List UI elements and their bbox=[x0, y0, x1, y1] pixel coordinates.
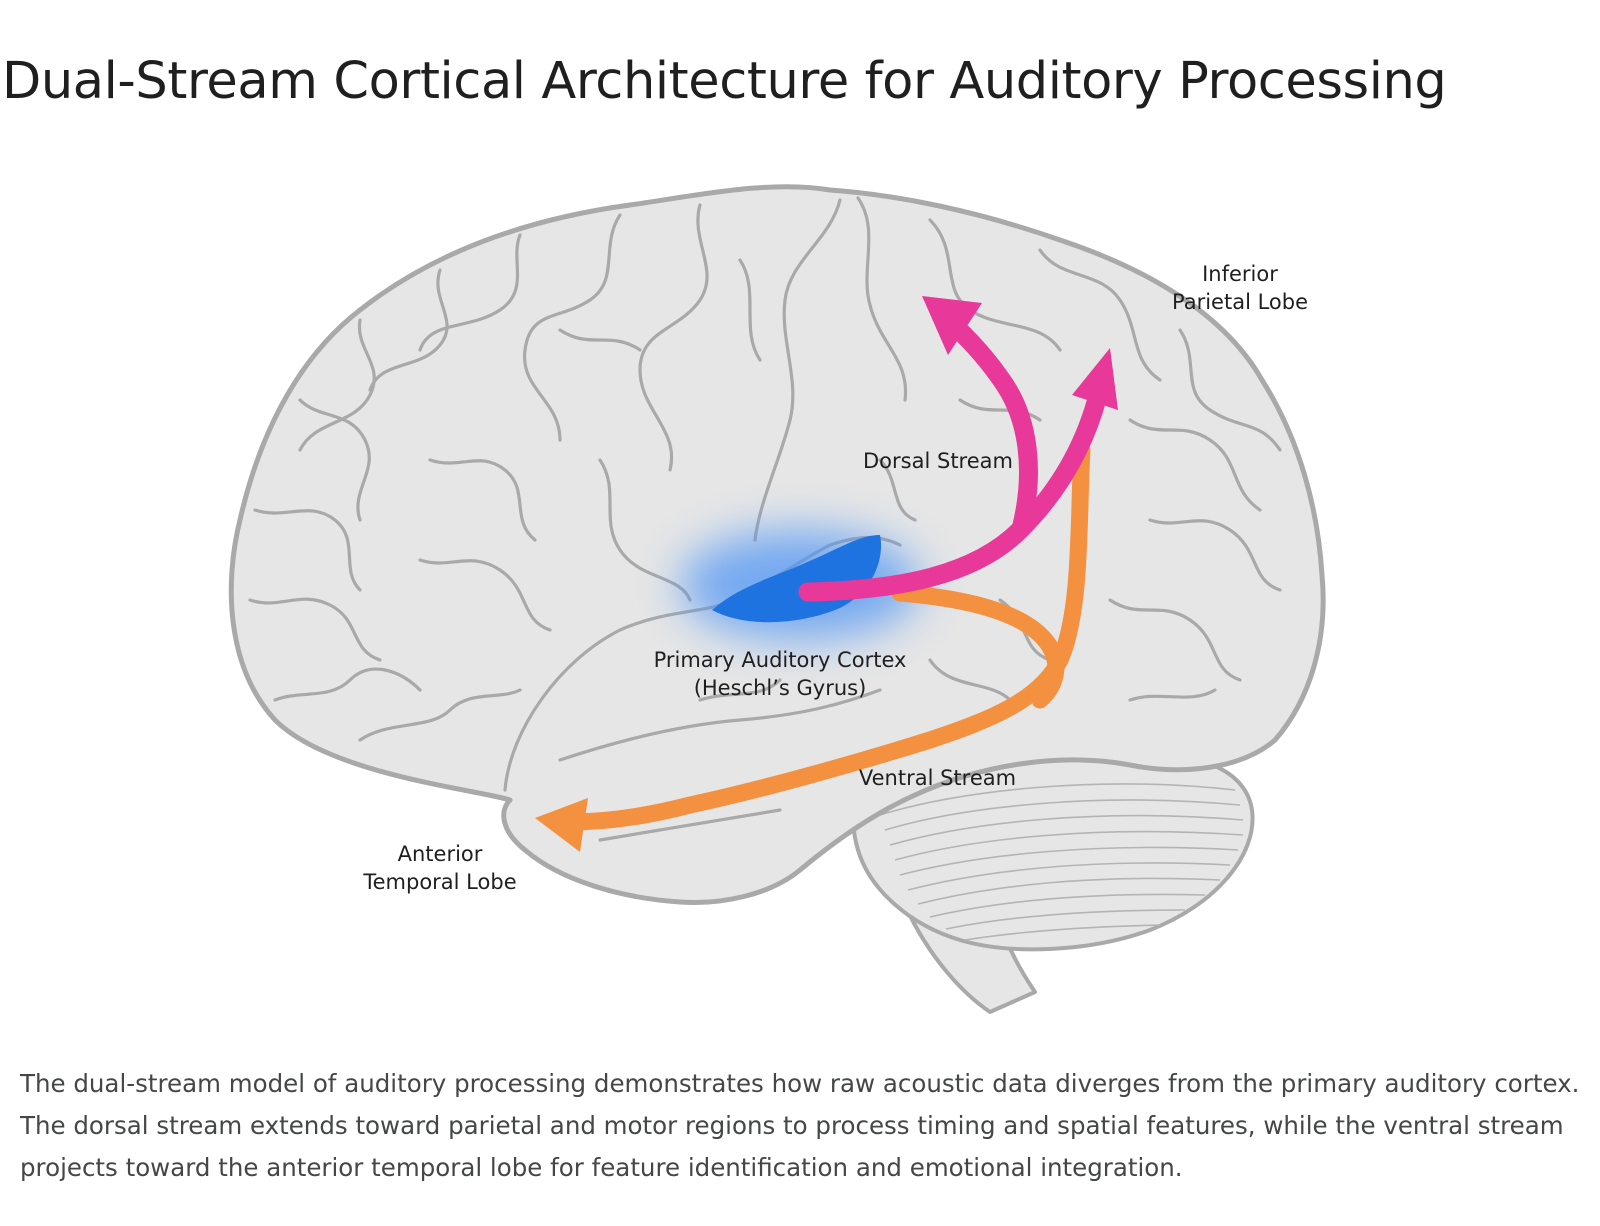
figure-caption: The dual-stream model of auditory proces… bbox=[20, 1069, 1580, 1182]
label-dorsal-stream: Dorsal Stream bbox=[863, 449, 1013, 473]
label-anterior-temporal-lobe: Anterior Temporal Lobe bbox=[363, 842, 517, 894]
cerebellum-folia bbox=[879, 783, 1244, 941]
gyri bbox=[248, 196, 1282, 842]
page-title: Dual-Stream Cortical Architecture for Au… bbox=[2, 52, 1447, 111]
label-inferior-parietal-lobe: Inferior Parietal Lobe bbox=[1171, 262, 1309, 314]
dorsal-stream-arrow bbox=[798, 296, 1118, 602]
brain-illustration bbox=[228, 184, 1326, 1014]
label-ventral-stream: Ventral Stream bbox=[858, 766, 1017, 790]
label-primary-auditory-cortex: Primary Auditory Cortex (Heschl’s Gyrus) bbox=[653, 648, 907, 700]
ventral-stream-arrow bbox=[535, 441, 1091, 852]
brain-diagram: Inferior Parietal Lobe Dorsal Stream Pri… bbox=[0, 150, 1600, 1050]
auditory-cortex bbox=[712, 535, 882, 623]
